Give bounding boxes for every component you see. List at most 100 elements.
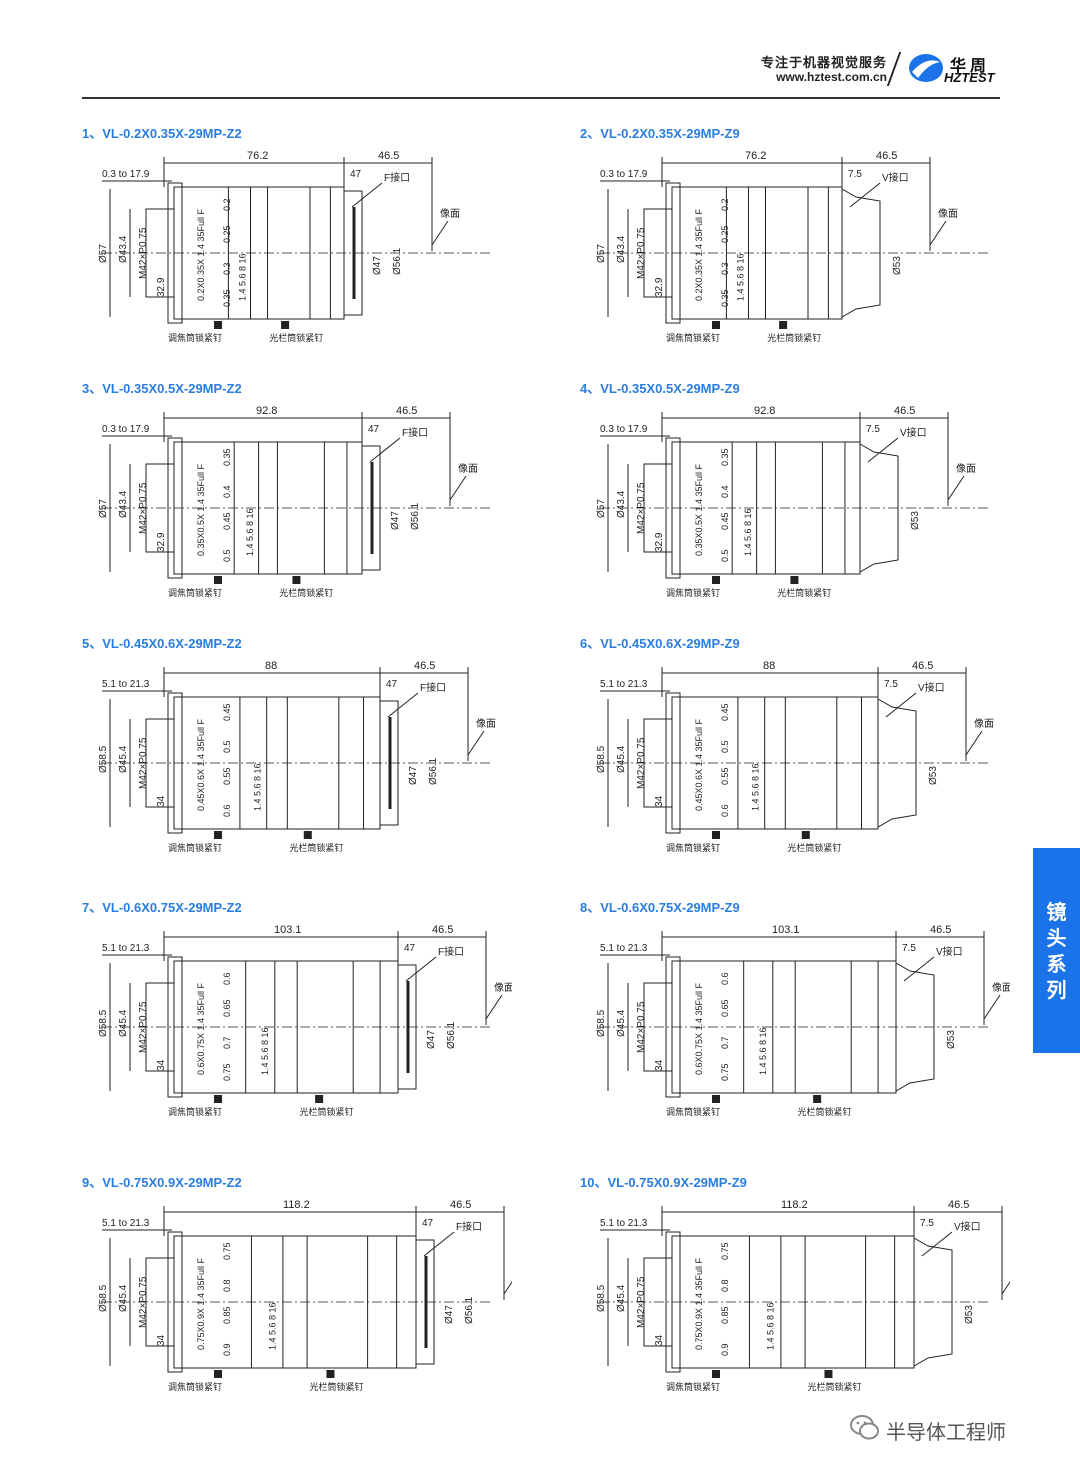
aperture-scale: 1.4 5.6 8 16 (268, 1302, 278, 1350)
magnification-mark: 0.65 (222, 999, 232, 1017)
inner-diameter: Ø43.4 (616, 490, 627, 518)
website-url[interactable]: www.hztest.com.cn (776, 70, 887, 84)
magnification-mark: 0.35 (720, 448, 730, 466)
aperture-lock-screw-label: 光栏筒锁紧钉 (777, 587, 831, 598)
focus-lock-screw-label: 调焦筒锁紧钉 (168, 1106, 222, 1117)
rear-dimension: 46.5 (396, 405, 417, 417)
magnification-mark: 0.25 (222, 225, 232, 243)
mount-diameter-2: Ø56.1 (410, 502, 421, 530)
thread-height: 34 (156, 795, 167, 807)
rear-dimension: 46.5 (876, 150, 897, 162)
barrel-engraving: 0.75X0.9X 1.4 35Full F (196, 1257, 206, 1350)
working-range: 5.1 to 21.3 (102, 679, 150, 690)
outer-diameter: Ø57 (98, 499, 109, 518)
mount-length: 7.5 (848, 169, 862, 180)
outer-diameter: Ø57 (596, 244, 607, 263)
magnification-mark: 0.3 (720, 262, 730, 275)
mount-type-label: V接口 (936, 945, 963, 958)
mount-diameter: Ø53 (910, 511, 921, 530)
rear-dimension: 46.5 (912, 660, 933, 672)
aperture-lock-screw-label: 光栏筒锁紧钉 (289, 842, 343, 853)
brand-name-en: HZTEST (944, 70, 995, 85)
magnification-mark: 0.85 (222, 1306, 232, 1324)
magnification-mark: 0.75 (720, 1063, 730, 1081)
length-dimension: 92.8 (754, 405, 775, 417)
inner-diameter: Ø43.4 (616, 235, 627, 263)
working-range: 0.3 to 17.9 (102, 169, 150, 180)
mount-length: 47 (350, 169, 362, 180)
magnification-mark: 0.7 (222, 1036, 232, 1049)
mount-diameter-1: Ø47 (426, 1030, 437, 1049)
magnification-mark: 0.35 (222, 289, 232, 307)
thread-spec: M42×P0.75 (636, 1276, 647, 1328)
drawing-title: 2、VL-0.2X0.35X-29MP-Z9 (580, 126, 740, 141)
magnification-mark: 0.25 (720, 225, 730, 243)
footer-watermark: 半导体工程师 (850, 1410, 1050, 1450)
working-range: 0.3 to 17.9 (600, 169, 648, 180)
mount-diameter-1: Ø47 (390, 511, 401, 530)
magnification-mark: 0.6 (720, 972, 730, 985)
aperture-scale: 1.4 5.6 8 16 (743, 508, 753, 556)
drawing-title: 7、VL-0.6X0.75X-29MP-Z2 (82, 900, 242, 915)
mount-diameter: Ø53 (928, 766, 939, 785)
mount-type-label: V接口 (918, 681, 945, 694)
magnification-mark: 0.6 (222, 804, 232, 817)
magnification-mark: 0.8 (720, 1279, 730, 1292)
length-dimension: 118.2 (781, 1199, 808, 1211)
mount-diameter: Ø53 (892, 256, 903, 275)
outer-diameter: Ø57 (596, 499, 607, 518)
mount-type-label: F接口 (384, 171, 410, 184)
rear-dimension: 46.5 (948, 1199, 969, 1211)
mount-length: 7.5 (902, 943, 916, 954)
length-dimension: 88 (265, 660, 277, 672)
drawing-title: 3、VL-0.35X0.5X-29MP-Z2 (82, 381, 242, 396)
image-plane-label: 像面 (440, 208, 460, 220)
mount-diameter-2: Ø56.1 (392, 247, 403, 275)
magnification-mark: 0.2 (720, 198, 730, 211)
focus-lock-screw-label: 调焦筒锁紧钉 (168, 587, 222, 598)
thread-height: 32.9 (654, 277, 665, 297)
wechat-icon (850, 1415, 879, 1440)
thread-spec: M42×P0.75 (636, 482, 647, 534)
thread-height: 34 (156, 1059, 167, 1071)
section-tab: 镜 头 系 列 (1033, 848, 1080, 1053)
aperture-lock-screw-label: 光栏筒锁紧钉 (269, 332, 323, 343)
mount-diameter-2: Ø56.1 (446, 1021, 457, 1049)
mount-length: 7.5 (884, 679, 898, 690)
aperture-scale: 1.4 5.6 8 16 (758, 1027, 768, 1075)
mount-type-label: F接口 (402, 426, 428, 439)
thread-height: 34 (654, 1334, 665, 1346)
thread-height: 32.9 (156, 532, 167, 552)
barrel-engraving: 0.35X0.5X 1.4 35Full F (196, 463, 206, 556)
thread-height: 32.9 (654, 532, 665, 552)
magnification-mark: 0.55 (720, 767, 730, 785)
magnification-mark: 0.5 (222, 549, 232, 562)
rear-dimension: 46.5 (450, 1199, 471, 1211)
thread-spec: M42×P0.75 (138, 482, 149, 534)
magnification-mark: 0.3 (222, 262, 232, 275)
aperture-scale: 1.4 5.6 8 16 (260, 1027, 270, 1075)
outer-diameter: Ø58.5 (98, 745, 109, 773)
outer-diameter: Ø58.5 (98, 1009, 109, 1037)
aperture-lock-screw-label: 光栏筒锁紧钉 (310, 1381, 364, 1392)
aperture-lock-screw-label: 光栏筒锁紧钉 (279, 587, 333, 598)
aperture-lock-screw-label: 光栏筒锁紧钉 (767, 332, 821, 343)
drawing-title: 9、VL-0.75X0.9X-29MP-Z2 (82, 1175, 242, 1190)
barrel-engraving: 0.75X0.9X 1.4 35Full F (694, 1257, 704, 1350)
mount-diameter-1: Ø47 (408, 766, 419, 785)
aperture-lock-screw-label: 光栏筒锁紧钉 (808, 1381, 862, 1392)
aperture-scale: 1.4 5.6 8 16 (766, 1302, 776, 1350)
rear-dimension: 46.5 (414, 660, 435, 672)
aperture-scale: 1.4 5.6 8 16 (253, 763, 263, 811)
drawing-title: 1、VL-0.2X0.35X-29MP-Z2 (82, 126, 242, 141)
magnification-mark: 0.85 (720, 1306, 730, 1324)
focus-lock-screw-label: 调焦筒锁紧钉 (168, 332, 222, 343)
image-plane-label: 像面 (494, 982, 512, 994)
thread-spec: M42×P0.75 (138, 737, 149, 789)
magnification-mark: 0.35 (720, 289, 730, 307)
mount-diameter: Ø53 (946, 1030, 957, 1049)
